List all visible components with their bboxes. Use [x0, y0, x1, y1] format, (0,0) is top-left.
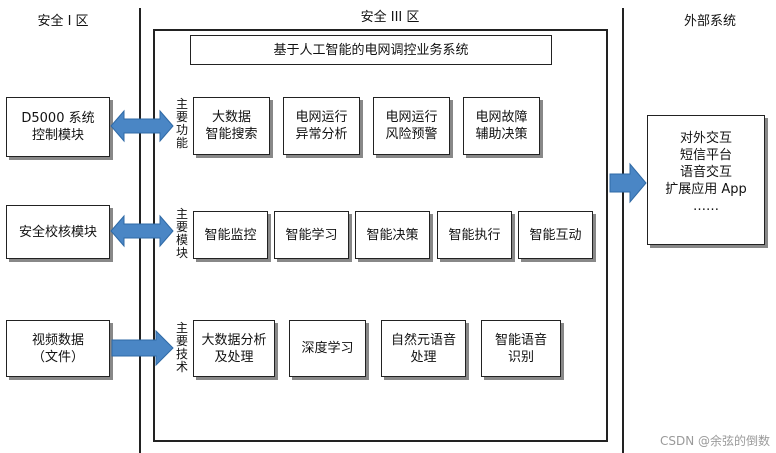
function-box: 大数据 智能搜索: [193, 97, 270, 155]
module-box: 智能监控: [193, 211, 268, 259]
technology-box: 智能语音 识别: [481, 320, 561, 377]
external-systems-box: 对外交互 短信平台 语音交互 扩展应用 App ……: [647, 115, 765, 245]
function-box: 电网运行 风险预警: [373, 97, 450, 155]
video-data-module: 视频数据 （文件）: [6, 320, 110, 377]
zone-divider-right: [622, 8, 624, 453]
module-box: 智能互动: [518, 211, 593, 259]
external-line: 扩展应用 App: [665, 182, 747, 197]
watermark: CSDN @余弦的倒数: [659, 434, 770, 448]
external-line: 对外交互: [679, 131, 732, 146]
external-line: ……: [693, 199, 719, 214]
row-label-functions: 主要功能: [175, 97, 188, 150]
technology-box: 深度学习: [289, 320, 366, 377]
technology-box: 自然元语音 处理: [381, 320, 466, 377]
d5000-control-module: D5000 系统 控制模块: [6, 97, 110, 157]
function-box: 电网故障 辅助决策: [463, 97, 540, 155]
module-box: 智能决策: [355, 211, 430, 259]
bidirectional-arrow-d5000: [110, 109, 174, 143]
row-label-technologies: 主要技术: [175, 321, 188, 374]
module-box: 智能执行: [437, 211, 512, 259]
external-line: 语音交互: [679, 165, 732, 180]
arrow-to-external: [609, 162, 647, 204]
arrow-video-data: [111, 329, 174, 367]
bidirectional-arrow-security-check: [110, 214, 174, 248]
external-line: 短信平台: [679, 148, 732, 163]
zone-label-external: 外部系统: [683, 14, 736, 29]
zone-label-security-i: 安全 I 区: [37, 14, 89, 29]
function-box: 电网运行 异常分析: [283, 97, 360, 155]
security-check-module: 安全校核模块: [6, 205, 110, 259]
technology-box: 大数据分析 及处理: [193, 320, 275, 377]
zone-label-security-iii: 安全 III 区: [360, 10, 420, 25]
system-title: 基于人工智能的电网调控业务系统: [190, 35, 552, 65]
row-label-modules: 主要模块: [175, 207, 188, 260]
module-box: 智能学习: [274, 211, 349, 259]
